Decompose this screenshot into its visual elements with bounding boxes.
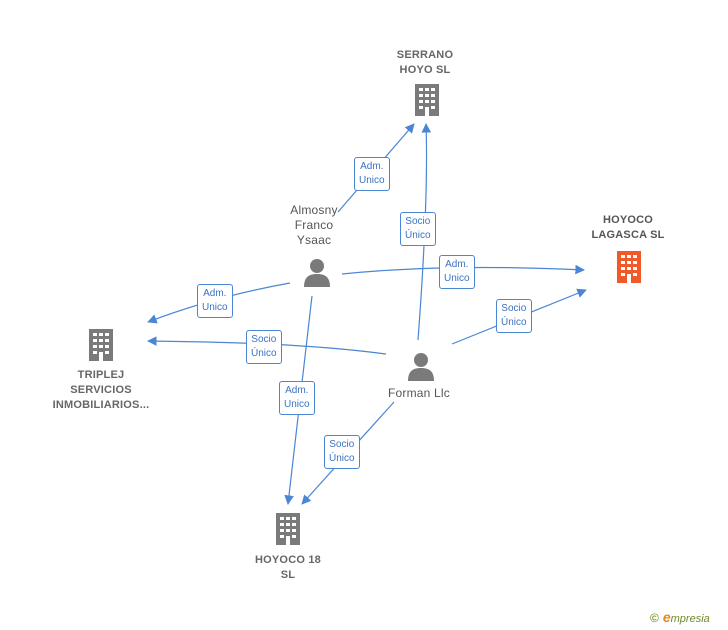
node-label-triplej: TRIPLEJ SERVICIOS INMOBILIARIOS... <box>52 369 150 411</box>
building-icon <box>89 329 113 361</box>
person-icon <box>304 259 330 287</box>
node-label-serrano: SERRANO HOYO SL <box>396 49 454 76</box>
building-icon <box>276 513 300 545</box>
node-label-hoyoco18: HOYOCO 18 SL <box>255 554 321 581</box>
edge-label-almosny-triplej: Adm. Unico <box>197 284 233 318</box>
brand-initial: e <box>662 609 671 625</box>
edge-label-forman-lagasca: Socio Único <box>496 299 532 333</box>
edge-label-almosny-hoyoco18: Adm. Unico <box>279 381 315 415</box>
person-icon <box>408 353 434 381</box>
brand-logo: ©empresia <box>650 609 710 625</box>
edge-label-almosny-lagasca: Adm. Unico <box>439 255 475 289</box>
copyright-icon: © <box>650 611 659 625</box>
node-label-almosny: Almosny Franco Ysaac <box>290 203 338 247</box>
edge-label-almosny-serrano: Adm. Unico <box>354 157 390 191</box>
edge-label-forman-hoyoco18: Socio Único <box>324 435 360 469</box>
node-label-hoyoco-lagasca: HOYOCO LAGASCA SL <box>591 214 665 241</box>
edge-label-forman-serrano: Socio Único <box>400 212 436 246</box>
node-label-forman: Forman Llc <box>387 386 451 400</box>
building-highlight-icon <box>617 251 641 283</box>
edge-label-forman-triplej: Socio Único <box>246 330 282 364</box>
building-icon <box>415 84 439 116</box>
brand-name: mpresia <box>670 613 710 625</box>
